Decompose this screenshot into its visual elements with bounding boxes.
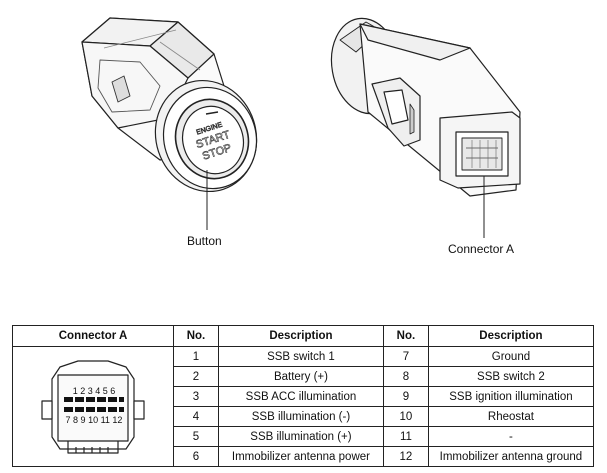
connector-face-diagram: 1 2 3 4 5 6 7 8 9 10 11 12 — [41, 359, 145, 454]
pin-description: SSB switch 2 — [427, 366, 595, 387]
table-row: 6 Immobilizer antenna power 12 Immobiliz… — [13, 446, 595, 467]
button-label: Button — [187, 234, 222, 248]
switch-illustration: ENGINE START STOP — [81, 17, 521, 238]
connector-a-label: Connector A — [448, 242, 515, 256]
start-stop-switch-drawing — [81, 17, 258, 230]
table-header-row: Connector A No. Description No. Descript… — [11, 325, 595, 347]
pin-no: 1 — [173, 346, 219, 367]
pin-description: SSB illumination (+) — [217, 426, 385, 447]
switch-rear-drawing — [330, 17, 521, 238]
header-no: No. — [173, 325, 219, 347]
pin-no: 6 — [173, 446, 219, 467]
pin-no: 12 — [383, 446, 429, 467]
pin-description: Ground — [427, 346, 595, 367]
pin-description: Rheostat — [427, 406, 595, 427]
header-description: Description — [217, 325, 385, 347]
pin-numbers-top: 1 2 3 4 5 6 — [73, 386, 116, 396]
pin-description: SSB illumination (-) — [217, 406, 385, 427]
pin-no: 7 — [383, 346, 429, 367]
pin-numbers-bottom: 7 8 9 10 11 12 — [66, 415, 123, 425]
table-row: 1 2 3 4 5 6 7 8 9 10 11 12 1 SSB switch … — [11, 346, 595, 467]
pin-no: 4 — [173, 406, 219, 427]
table-row: 4 SSB illumination (-) 10 Rheostat — [13, 406, 595, 427]
pin-description: Battery (+) — [217, 366, 385, 387]
pin-row-bottom — [64, 406, 125, 412]
pin-no: 5 — [173, 426, 219, 447]
pin-description: - — [427, 426, 595, 447]
header-description: Description — [427, 325, 595, 347]
pin-no: 10 — [383, 406, 429, 427]
pin-description: SSB ignition illumination — [427, 386, 595, 407]
header-connector: Connector A — [11, 325, 175, 347]
pin-no: 8 — [383, 366, 429, 387]
pin-no: 9 — [383, 386, 429, 407]
pin-no: 3 — [173, 386, 219, 407]
pin-no: 11 — [383, 426, 429, 447]
pin-description: Immobilizer antenna power — [217, 446, 385, 467]
pin-row-top — [64, 396, 125, 402]
table-row: 2 Battery (+) 8 SSB switch 2 — [13, 366, 595, 387]
header-no: No. — [383, 325, 429, 347]
connector-pin-table: Connector A No. Description No. Descript… — [11, 325, 595, 467]
pin-description: Immobilizer antenna ground — [427, 446, 595, 467]
pin-description: SSB ACC illumination — [217, 386, 385, 407]
connector-face-cell: 1 2 3 4 5 6 7 8 9 10 11 12 — [11, 346, 175, 467]
pin-description: SSB switch 1 — [217, 346, 385, 367]
pin-no: 2 — [173, 366, 219, 387]
